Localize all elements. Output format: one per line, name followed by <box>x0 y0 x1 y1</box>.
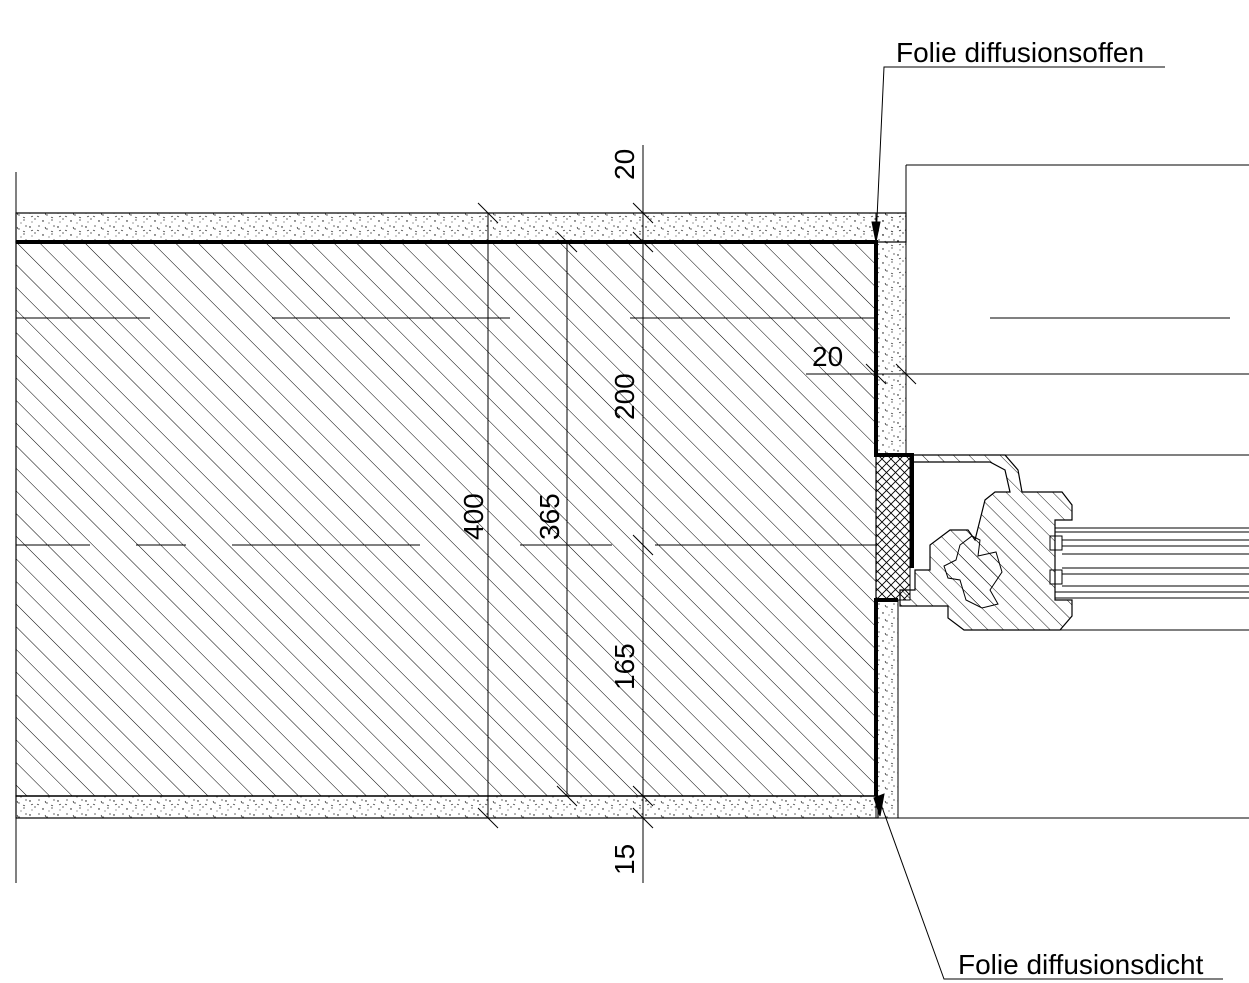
dim-plaster-bottom: 15 <box>609 844 640 875</box>
insulation-strip <box>875 454 911 601</box>
membrane-diffusion-open <box>16 240 914 568</box>
dimension-lines <box>477 145 917 883</box>
masonry-wall <box>15 241 877 797</box>
dim-masonry: 365 <box>534 493 565 540</box>
glazing <box>1049 527 1249 599</box>
callout-leaders <box>871 66 1223 980</box>
label-diffusion-tight-membrane: Folie diffusionsdicht <box>958 949 1204 980</box>
membrane-diffusion-tight <box>874 598 898 796</box>
dim-upper-part: 200 <box>609 373 640 420</box>
window-frame-profile <box>899 454 1073 631</box>
dim-plaster-top: 20 <box>609 149 640 180</box>
interior-outline <box>878 164 1249 819</box>
plaster-layer-top <box>15 212 907 243</box>
dim-wall-total: 400 <box>458 493 489 540</box>
dim-reveal-plaster: 20 <box>812 341 843 372</box>
reveal-plaster-upper <box>875 212 907 456</box>
sash-detail <box>943 535 1003 609</box>
plaster-layer-bottom <box>15 795 879 819</box>
label-diffusion-open-membrane: Folie diffusionsoffen <box>896 37 1144 68</box>
block-joint-lines <box>16 317 876 546</box>
dim-lower-part: 165 <box>609 643 640 690</box>
reveal-plaster-lower <box>875 599 899 819</box>
